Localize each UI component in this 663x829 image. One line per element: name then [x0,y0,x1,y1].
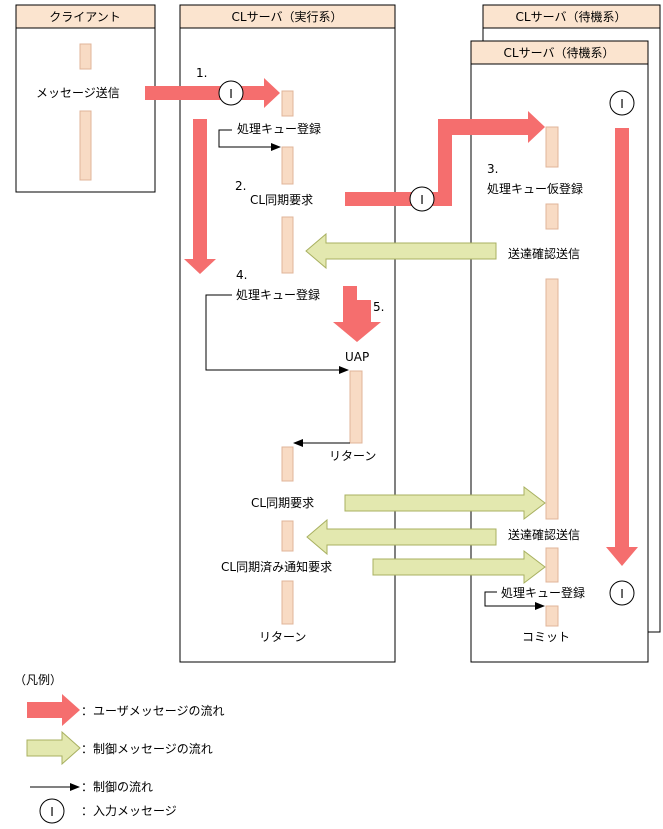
user-flow-arrow-to-uap [333,286,381,342]
lane-standby-header [470,40,649,65]
label-return-2: リターン [259,630,306,644]
step-2: 2. [235,179,246,193]
user-flow-arrow-send [145,78,280,108]
activation-bar [281,90,294,117]
activation-bar [545,203,559,230]
activation-bar [349,370,363,444]
label-uap: UAP [345,350,369,364]
control-message-flows [305,232,546,585]
legend-control-flow-label: ：制御の流れ [81,779,153,794]
activation-bar [281,520,294,552]
lane-standby-back-title: CLサーバ（待機系） [516,9,627,24]
activation-bar [545,126,559,168]
step-1: 1. [196,66,207,80]
label-queue-register-2: 処理キュー登録 [236,287,320,302]
label-send-message: メッセージ送信 [36,85,120,100]
legend-title: （凡例） [14,673,62,687]
activation-bar [281,446,294,482]
control-flow-arrow-standby-queue [484,591,545,610]
legend: （凡例） ：ユーザメッセージの流れ ：制御メッセージの流れ ：制御の流れ I ：… [14,673,225,824]
control-flow-arrow-to-uap [205,294,349,374]
input-marker: I [609,90,635,116]
label-queue-register: 処理キュー登録 [237,121,321,136]
legend-control-message-arrow [26,730,81,766]
activation-bar [79,110,92,181]
legend-input-message-label: ：入力メッセージ [81,804,177,818]
user-flow-arrow-active-down [184,119,216,274]
user-message-flows [145,78,638,566]
legend-user-flow-arrow [27,694,80,726]
activation-bar [281,146,294,185]
lane-standby-back-header [482,4,661,29]
label-commit: コミット [522,630,570,644]
svg-text:I: I [620,587,624,601]
lane-standby-title: CLサーバ（待機系） [504,45,615,60]
user-flow-arrow-sync [345,111,545,206]
label-standby-queue-register: 処理キュー登録 [501,585,585,600]
legend-user-flow-label: ：ユーザメッセージの流れ [81,704,225,718]
activation-bar [545,547,559,583]
label-send-confirm-2: 送達確認送信 [508,527,580,542]
step-3: 3. [487,162,498,176]
control-flow-arrow-queue1 [218,129,281,151]
label-queue-temp-register: 処理キュー仮登録 [487,181,583,196]
activation-bars [79,43,559,627]
svg-text:I: I [420,193,424,207]
lane-active-title: CLサーバ（実行系） [232,9,343,24]
label-cl-sync-done-notice: CL同期済み通知要求 [221,559,332,574]
control-flow-arrow-done-notice [372,549,546,585]
label-cl-sync-request-2: CL同期要求 [251,496,314,510]
label-cl-sync-request: CL同期要求 [250,193,313,207]
svg-text:I: I [50,805,54,819]
control-flows [205,129,545,610]
lane-client-header [15,4,156,29]
activation-bar [79,43,92,70]
svg-text:I: I [620,97,624,111]
input-marker: I [218,80,244,106]
step-5: 5. [373,300,384,314]
svg-text:I: I [229,87,233,101]
input-markers: I I I I [218,80,635,606]
lane-active-header [179,4,396,29]
label-send-confirm: 送達確認送信 [508,246,580,261]
legend-control-message-label: ：制御メッセージの流れ [81,741,213,756]
control-flow-arrow-confirm2 [306,518,497,556]
user-flow-arrow-standby-down [606,128,638,566]
activation-bar [545,278,559,520]
lane-client-title: クライアント [49,10,121,24]
input-marker: I [409,186,435,212]
step-4: 4. [236,268,247,282]
activation-bar [281,216,294,274]
control-flow-arrow-confirm1 [305,232,497,270]
activation-bar [281,580,294,625]
input-marker: I [609,580,635,606]
control-flow-arrow-sync2 [344,485,546,521]
label-return-1: リターン [329,449,376,463]
legend-input-marker: I [39,798,65,824]
activation-bar [545,605,559,627]
